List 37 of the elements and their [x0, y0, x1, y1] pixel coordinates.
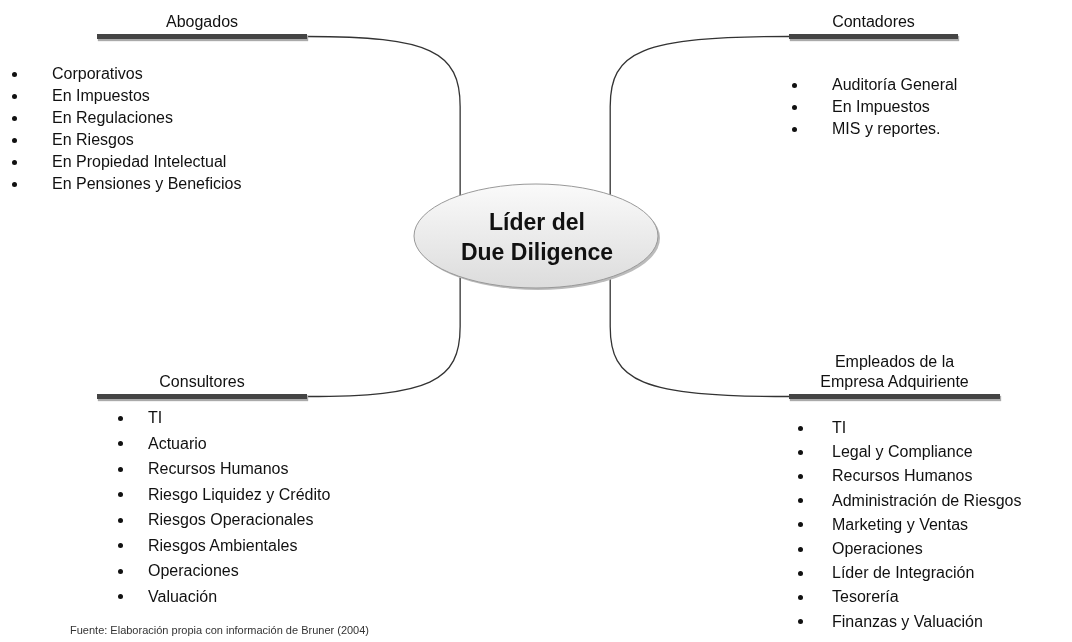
branch-heading: Empleados de la Empresa Adquiriente: [819, 352, 970, 392]
list-item: En Impuestos: [832, 98, 930, 116]
list-item: En Regulaciones: [52, 109, 173, 127]
list-item: Riesgos Operacionales: [148, 511, 314, 529]
list-item: MIS y reportes.: [832, 120, 941, 138]
list-item: Riesgo Liquidez y Crédito: [148, 485, 331, 504]
list-item: TI: [148, 409, 163, 427]
caption: Fuente: Elaboración propia con información de Bruner (2004): [70, 624, 369, 636]
list-item: Auditoría General: [832, 76, 958, 94]
central-ellipse: [412, 182, 662, 292]
list-item: En Propiedad Intelectual: [52, 153, 227, 171]
list-item: Marketing y Ventas: [832, 515, 969, 534]
connector-line: [609, 35, 790, 197]
list-item: Legal y Compliance: [832, 443, 973, 462]
list-item: Administración de Riesgos: [832, 491, 1022, 510]
connector-line: [306, 35, 461, 198]
branch-heading: Abogados: [165, 12, 239, 32]
list-item: Riesgos Ambientales: [148, 536, 298, 555]
list-item: Operaciones: [832, 540, 923, 558]
list-item: Líder de Integración: [832, 564, 975, 583]
list-item: Finanzas y Valuación: [832, 612, 983, 631]
list-item: Valuación: [148, 587, 218, 606]
list-item: Recursos Humanos: [832, 467, 973, 486]
node-title: Líder del Due Diligence: [459, 208, 615, 267]
list-item: En Impuestos: [52, 87, 150, 105]
list-item: Actuario: [148, 434, 207, 453]
list-item: Recursos Humanos: [148, 460, 289, 478]
list-item: En Pensiones y Beneficios: [52, 175, 242, 193]
branch-heading: Consultores: [159, 372, 245, 392]
connector-line: [306, 276, 461, 398]
list-item: Corporativos: [52, 65, 143, 83]
connector-line: [609, 277, 790, 398]
list-item: Operaciones: [148, 562, 239, 580]
branch-heading: Contadores: [832, 12, 915, 32]
list-item: Tesorería: [832, 588, 899, 607]
list-item: TI: [832, 419, 847, 437]
list-item: En Riesgos: [52, 131, 134, 149]
